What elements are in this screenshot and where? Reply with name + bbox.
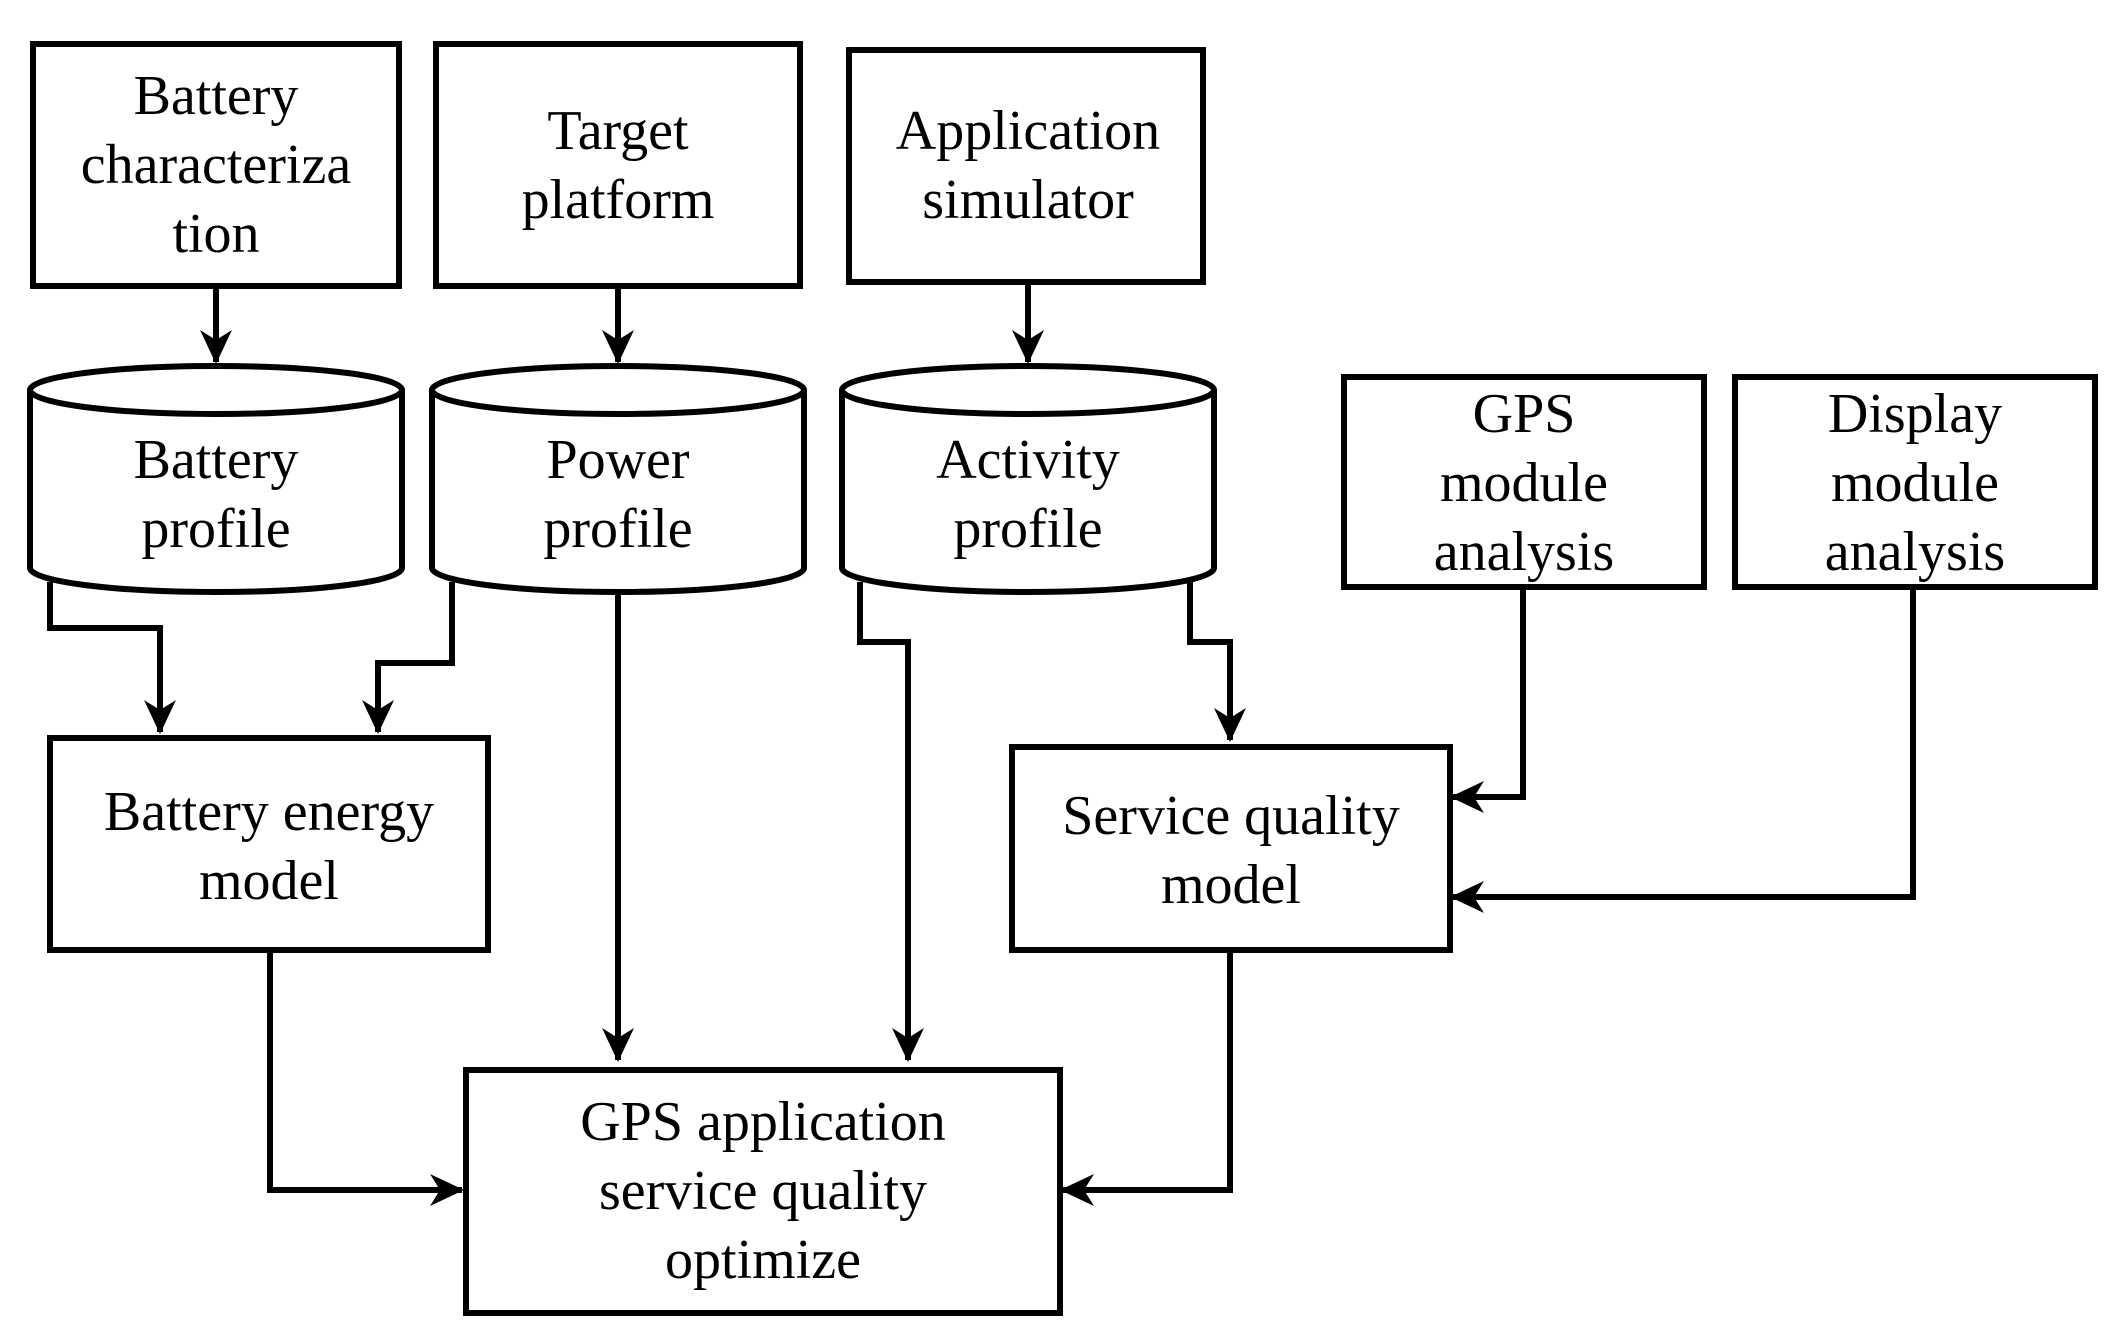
- node-gps-module-analysis: GPS module analysis: [1341, 374, 1707, 590]
- edge-power-profile-to-battery-energy-model: [362, 582, 455, 734]
- node-service-quality-model: Service quality model: [1009, 744, 1453, 953]
- edge-battery-energy-model-to-gps-optimize: [267, 950, 464, 1206]
- node-power-profile-line-2: profile: [543, 498, 692, 560]
- node-activity-profile-line-2: profile: [953, 498, 1102, 560]
- node-target-platform-line-2: platform: [522, 169, 715, 231]
- edge-display-module-analysis-to-service-quality-model: [1450, 587, 1916, 913]
- node-battery-characterization-line-3: tion: [172, 203, 259, 265]
- node-service-quality-model-line-1: Service quality: [1062, 785, 1399, 847]
- node-display-module-analysis-line-1: Display: [1828, 383, 2002, 445]
- edge-battery-profile-to-battery-energy-model: [47, 582, 176, 734]
- node-target-platform-line-1: Target: [547, 100, 689, 162]
- node-battery-profile-line-2: profile: [141, 498, 290, 560]
- node-battery-energy-model-line-1: Battery energy: [104, 781, 434, 843]
- node-activity-profile-line-1: Activity: [936, 429, 1120, 491]
- node-battery-profile-line-1: Battery: [134, 429, 299, 491]
- node-gps-module-analysis-line-1: GPS: [1473, 383, 1576, 445]
- node-display-module-analysis-line-2: module: [1831, 452, 1999, 514]
- node-gps-optimize-line-1: GPS application: [580, 1091, 946, 1153]
- edge-gps-module-analysis-to-service-quality-model: [1450, 587, 1526, 813]
- node-battery-energy-model: Battery energy model: [47, 735, 491, 953]
- edge-service-quality-model-to-gps-optimize: [1060, 950, 1233, 1206]
- node-battery-profile: Battery profile: [27, 363, 405, 595]
- node-gps-optimize: GPS application service quality optimize: [463, 1067, 1063, 1316]
- node-power-profile-line-1: Power: [546, 429, 689, 491]
- node-power-profile: Power profile: [429, 363, 807, 595]
- node-display-module-analysis: Display module analysis: [1732, 374, 2098, 590]
- node-battery-characterization-line-2: characteriza: [81, 134, 352, 196]
- node-battery-characterization-line-1: Battery: [134, 65, 299, 127]
- node-target-platform: Target platform: [433, 41, 803, 289]
- node-application-simulator-line-2: simulator: [922, 169, 1134, 231]
- edge-activity-profile-to-gps-optimize: [857, 582, 924, 1062]
- node-gps-optimize-line-2: service quality: [599, 1160, 927, 1222]
- node-application-simulator: Application simulator: [846, 47, 1206, 285]
- node-activity-profile: Activity profile: [839, 363, 1217, 595]
- edges: [47, 282, 1916, 1206]
- node-application-simulator-line-1: Application: [896, 100, 1160, 162]
- node-battery-characterization: Battery characteriza tion: [30, 41, 402, 289]
- node-gps-module-analysis-line-2: module: [1440, 452, 1608, 514]
- node-service-quality-model-line-2: model: [1161, 854, 1301, 916]
- node-gps-module-analysis-line-3: analysis: [1434, 521, 1614, 583]
- node-gps-optimize-line-3: optimize: [665, 1229, 861, 1291]
- edge-activity-profile-to-service-quality-model: [1187, 582, 1246, 742]
- node-battery-energy-model-line-2: model: [199, 850, 339, 912]
- node-display-module-analysis-line-3: analysis: [1825, 521, 2005, 583]
